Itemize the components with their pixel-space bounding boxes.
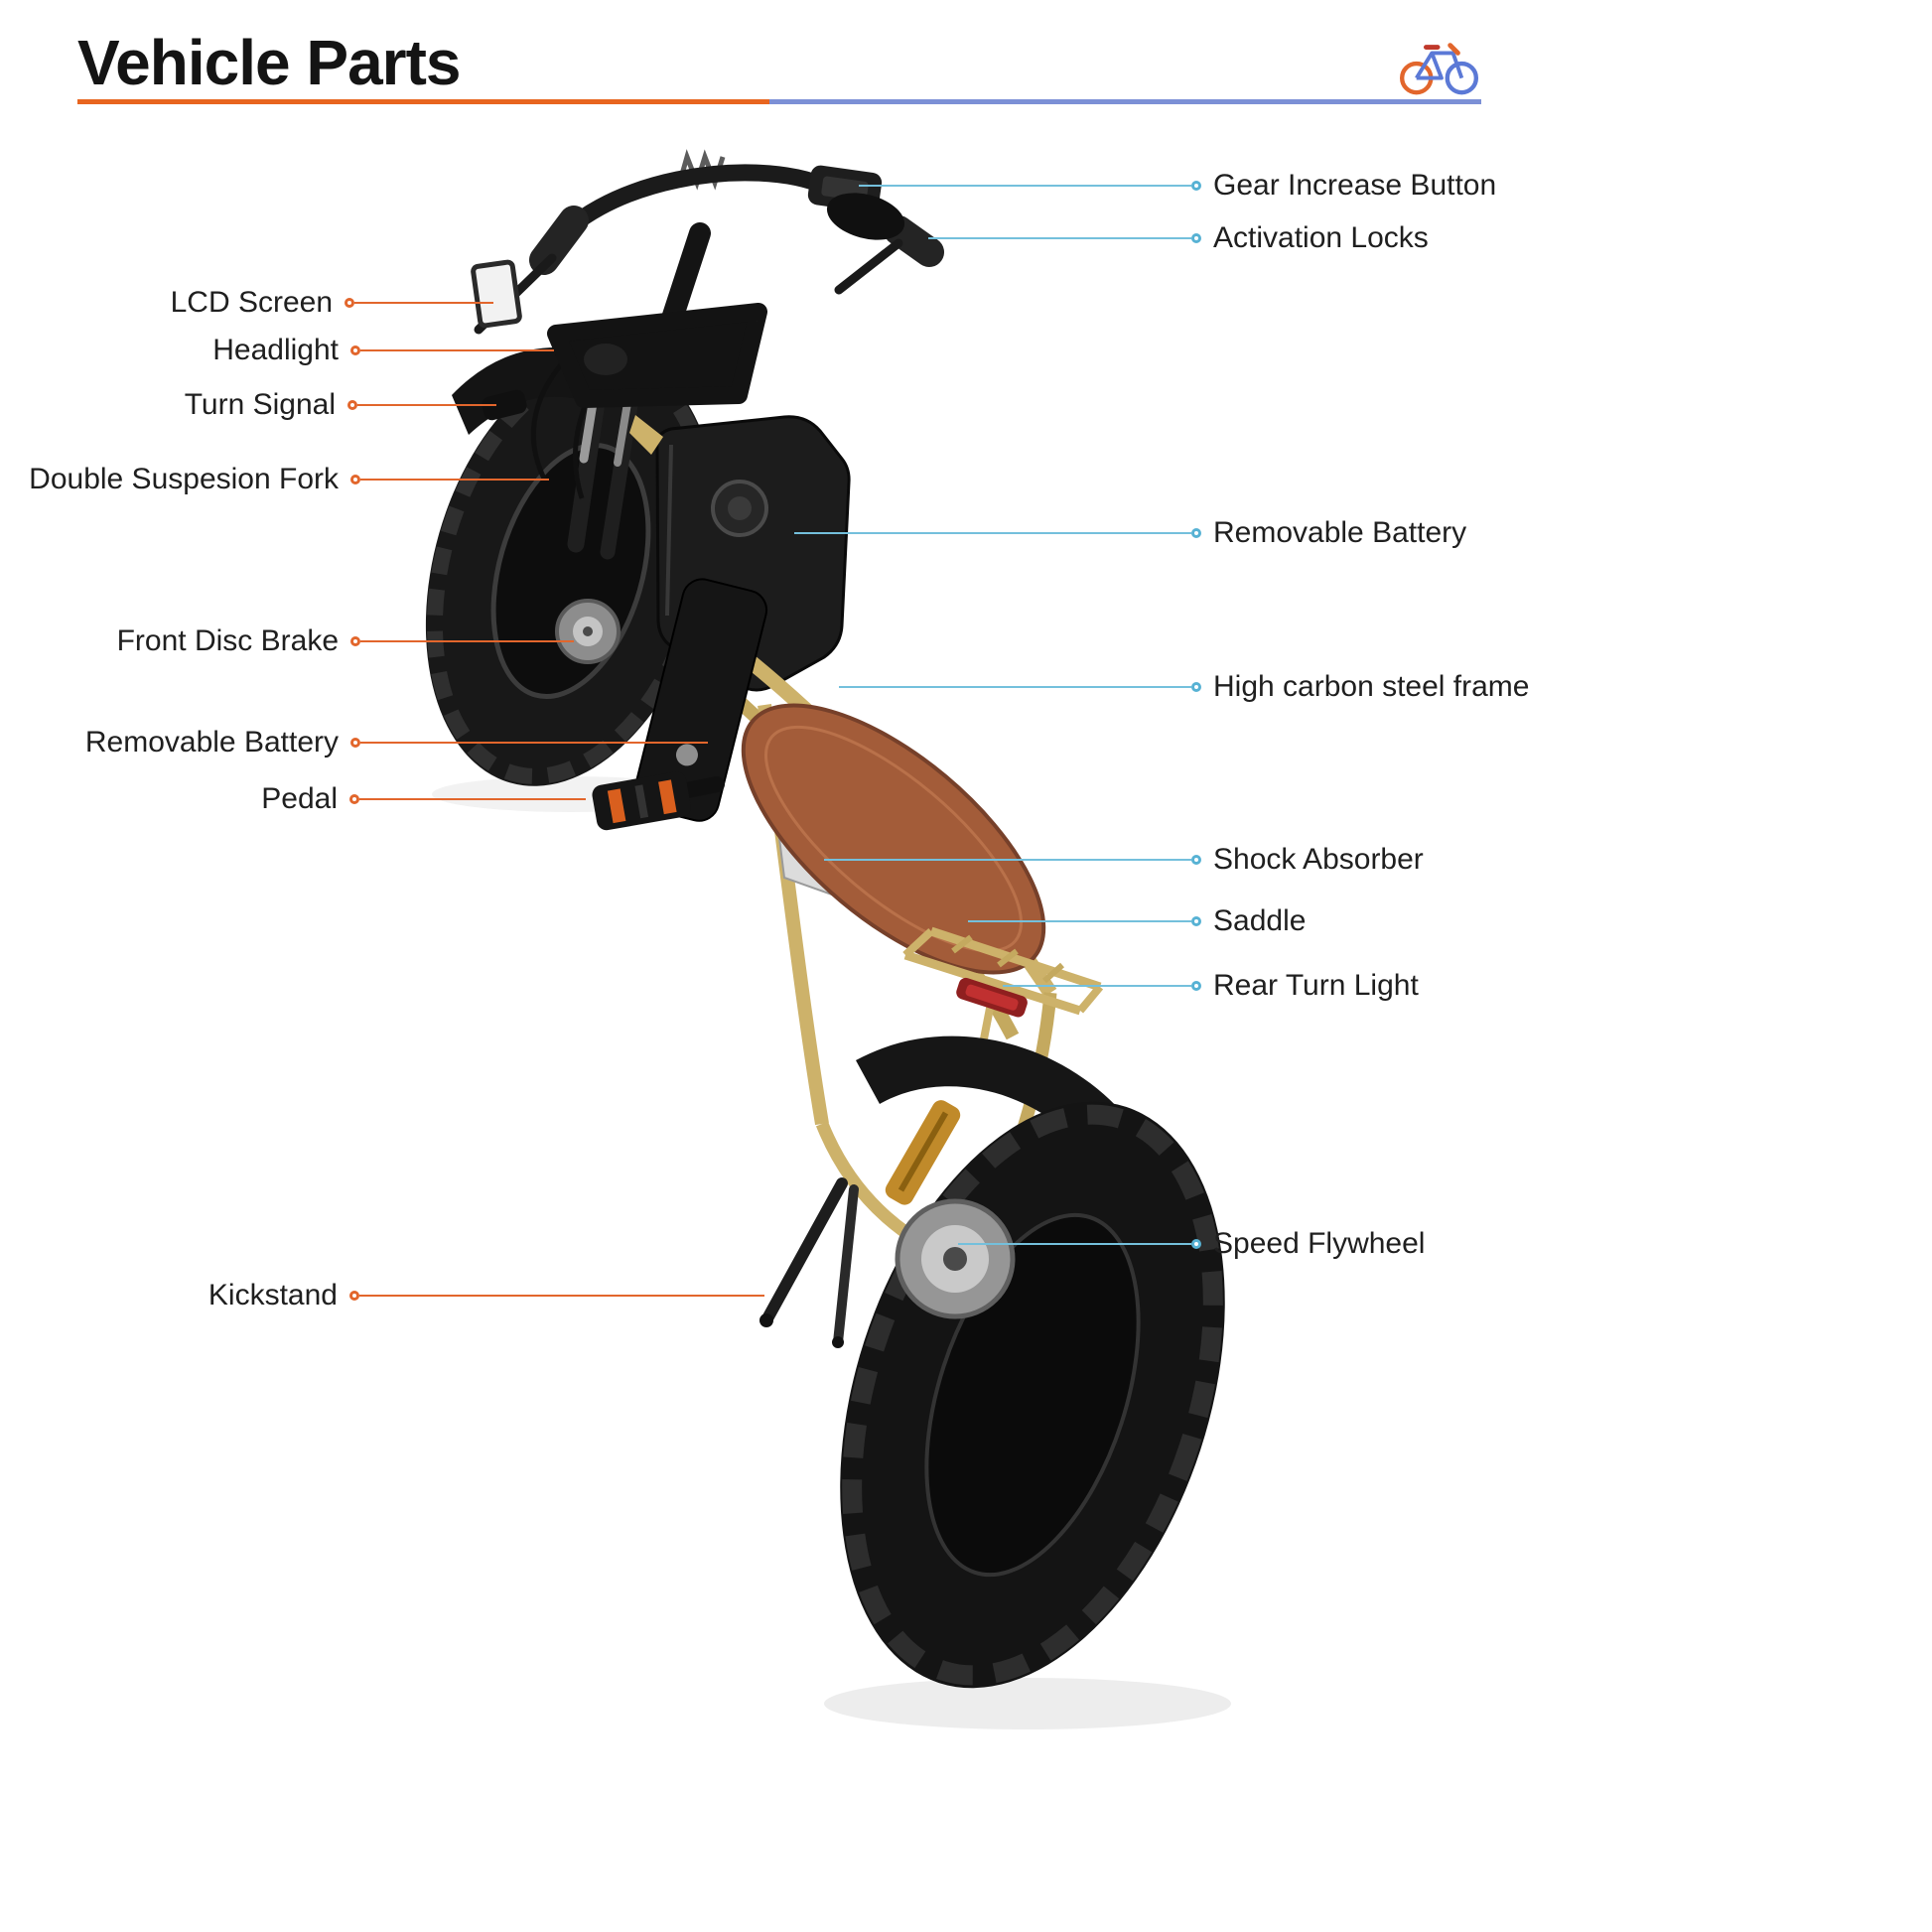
- divider-blue-segment: [769, 99, 1481, 104]
- kickstand: [759, 1177, 859, 1348]
- callout-dot: [350, 738, 360, 748]
- callout-shock-absorber: Shock Absorber: [824, 843, 1424, 877]
- saddle: [741, 703, 1046, 975]
- callout-label: Gear Increase Button: [1213, 169, 1497, 202]
- callout-headlight: Headlight: [212, 334, 554, 367]
- callout-dot: [349, 794, 359, 804]
- callout-dot: [1191, 916, 1201, 926]
- callout-gear-increase-button: Gear Increase Button: [859, 169, 1496, 203]
- callout-dot: [1191, 1239, 1201, 1249]
- rear-suspension: [885, 1100, 961, 1205]
- page-title: Vehicle Parts: [77, 27, 461, 98]
- callout-label: High carbon steel frame: [1213, 670, 1530, 703]
- leader-line: [354, 302, 493, 304]
- leader-line: [824, 859, 1191, 861]
- callout-double-suspension-fork: Double Suspesion Fork: [29, 463, 549, 496]
- leader-line: [839, 686, 1191, 688]
- callout-high-carbon-steel-frame: High carbon steel frame: [839, 670, 1530, 704]
- callout-lcd-screen: LCD Screen: [171, 286, 493, 320]
- bicycle-icon: [1399, 43, 1479, 95]
- pedal: [592, 771, 725, 831]
- callout-dot: [1191, 233, 1201, 243]
- leader-line: [1003, 985, 1191, 987]
- title-divider: [77, 99, 1481, 104]
- callout-saddle: Saddle: [968, 904, 1306, 938]
- callout-removable-battery-right: Removable Battery: [794, 516, 1466, 550]
- leader-line: [958, 1243, 1191, 1245]
- callout-label: Speed Flywheel: [1213, 1227, 1426, 1260]
- callout-label: Kickstand: [207, 1279, 338, 1311]
- callout-pedal: Pedal: [261, 782, 586, 816]
- leader-line: [360, 640, 574, 642]
- callout-dot: [1191, 528, 1201, 538]
- callout-dot: [1191, 855, 1201, 865]
- leader-line: [357, 404, 496, 406]
- callout-label: Removable Battery: [84, 726, 339, 759]
- callout-kickstand: Kickstand: [208, 1279, 764, 1312]
- leader-line: [968, 920, 1191, 922]
- callout-label: Saddle: [1213, 904, 1307, 937]
- callout-front-disc-brake: Front Disc Brake: [117, 624, 574, 658]
- callout-speed-flywheel: Speed Flywheel: [958, 1227, 1425, 1261]
- removable-battery-upper: [655, 415, 851, 692]
- callout-dot: [350, 636, 360, 646]
- callout-dot: [1191, 682, 1201, 692]
- callout-label: Rear Turn Light: [1213, 969, 1419, 1002]
- leader-line: [859, 185, 1191, 187]
- callout-turn-signal: Turn Signal: [185, 388, 496, 422]
- callout-label: Pedal: [261, 782, 338, 815]
- callout-rear-turn-light: Rear Turn Light: [1003, 969, 1419, 1003]
- leader-line: [360, 479, 549, 481]
- callout-dot: [347, 400, 357, 410]
- callout-label: Double Suspesion Fork: [29, 463, 339, 495]
- leader-line: [360, 349, 554, 351]
- callout-label: Activation Locks: [1213, 221, 1429, 254]
- callout-dot: [350, 345, 360, 355]
- callout-dot: [349, 1291, 359, 1301]
- headlight: [547, 303, 767, 408]
- divider-orange-segment: [77, 99, 769, 104]
- callout-label: LCD Screen: [170, 286, 333, 319]
- double-suspension-fork: [567, 386, 639, 560]
- rear-fender: [856, 1035, 1122, 1154]
- callout-label: Shock Absorber: [1213, 843, 1424, 876]
- handlebar: [474, 149, 944, 499]
- callout-removable-battery-left: Removable Battery: [85, 726, 708, 759]
- callout-label: Removable Battery: [1213, 516, 1467, 549]
- leader-line: [794, 532, 1191, 534]
- callout-label: Front Disc Brake: [116, 624, 339, 657]
- rear-wheel: [840, 1101, 1225, 1689]
- callout-label: Headlight: [212, 334, 339, 366]
- callout-dot: [350, 475, 360, 484]
- leader-line: [928, 237, 1191, 239]
- leader-line: [360, 742, 708, 744]
- callout-dot: [1191, 981, 1201, 991]
- leader-line: [359, 798, 586, 800]
- callout-label: Turn Signal: [184, 388, 336, 421]
- callout-dot: [345, 298, 354, 308]
- removable-battery-lower: [633, 578, 768, 822]
- callout-activation-locks: Activation Locks: [928, 221, 1429, 255]
- callout-dot: [1191, 181, 1201, 191]
- leader-line: [359, 1295, 764, 1297]
